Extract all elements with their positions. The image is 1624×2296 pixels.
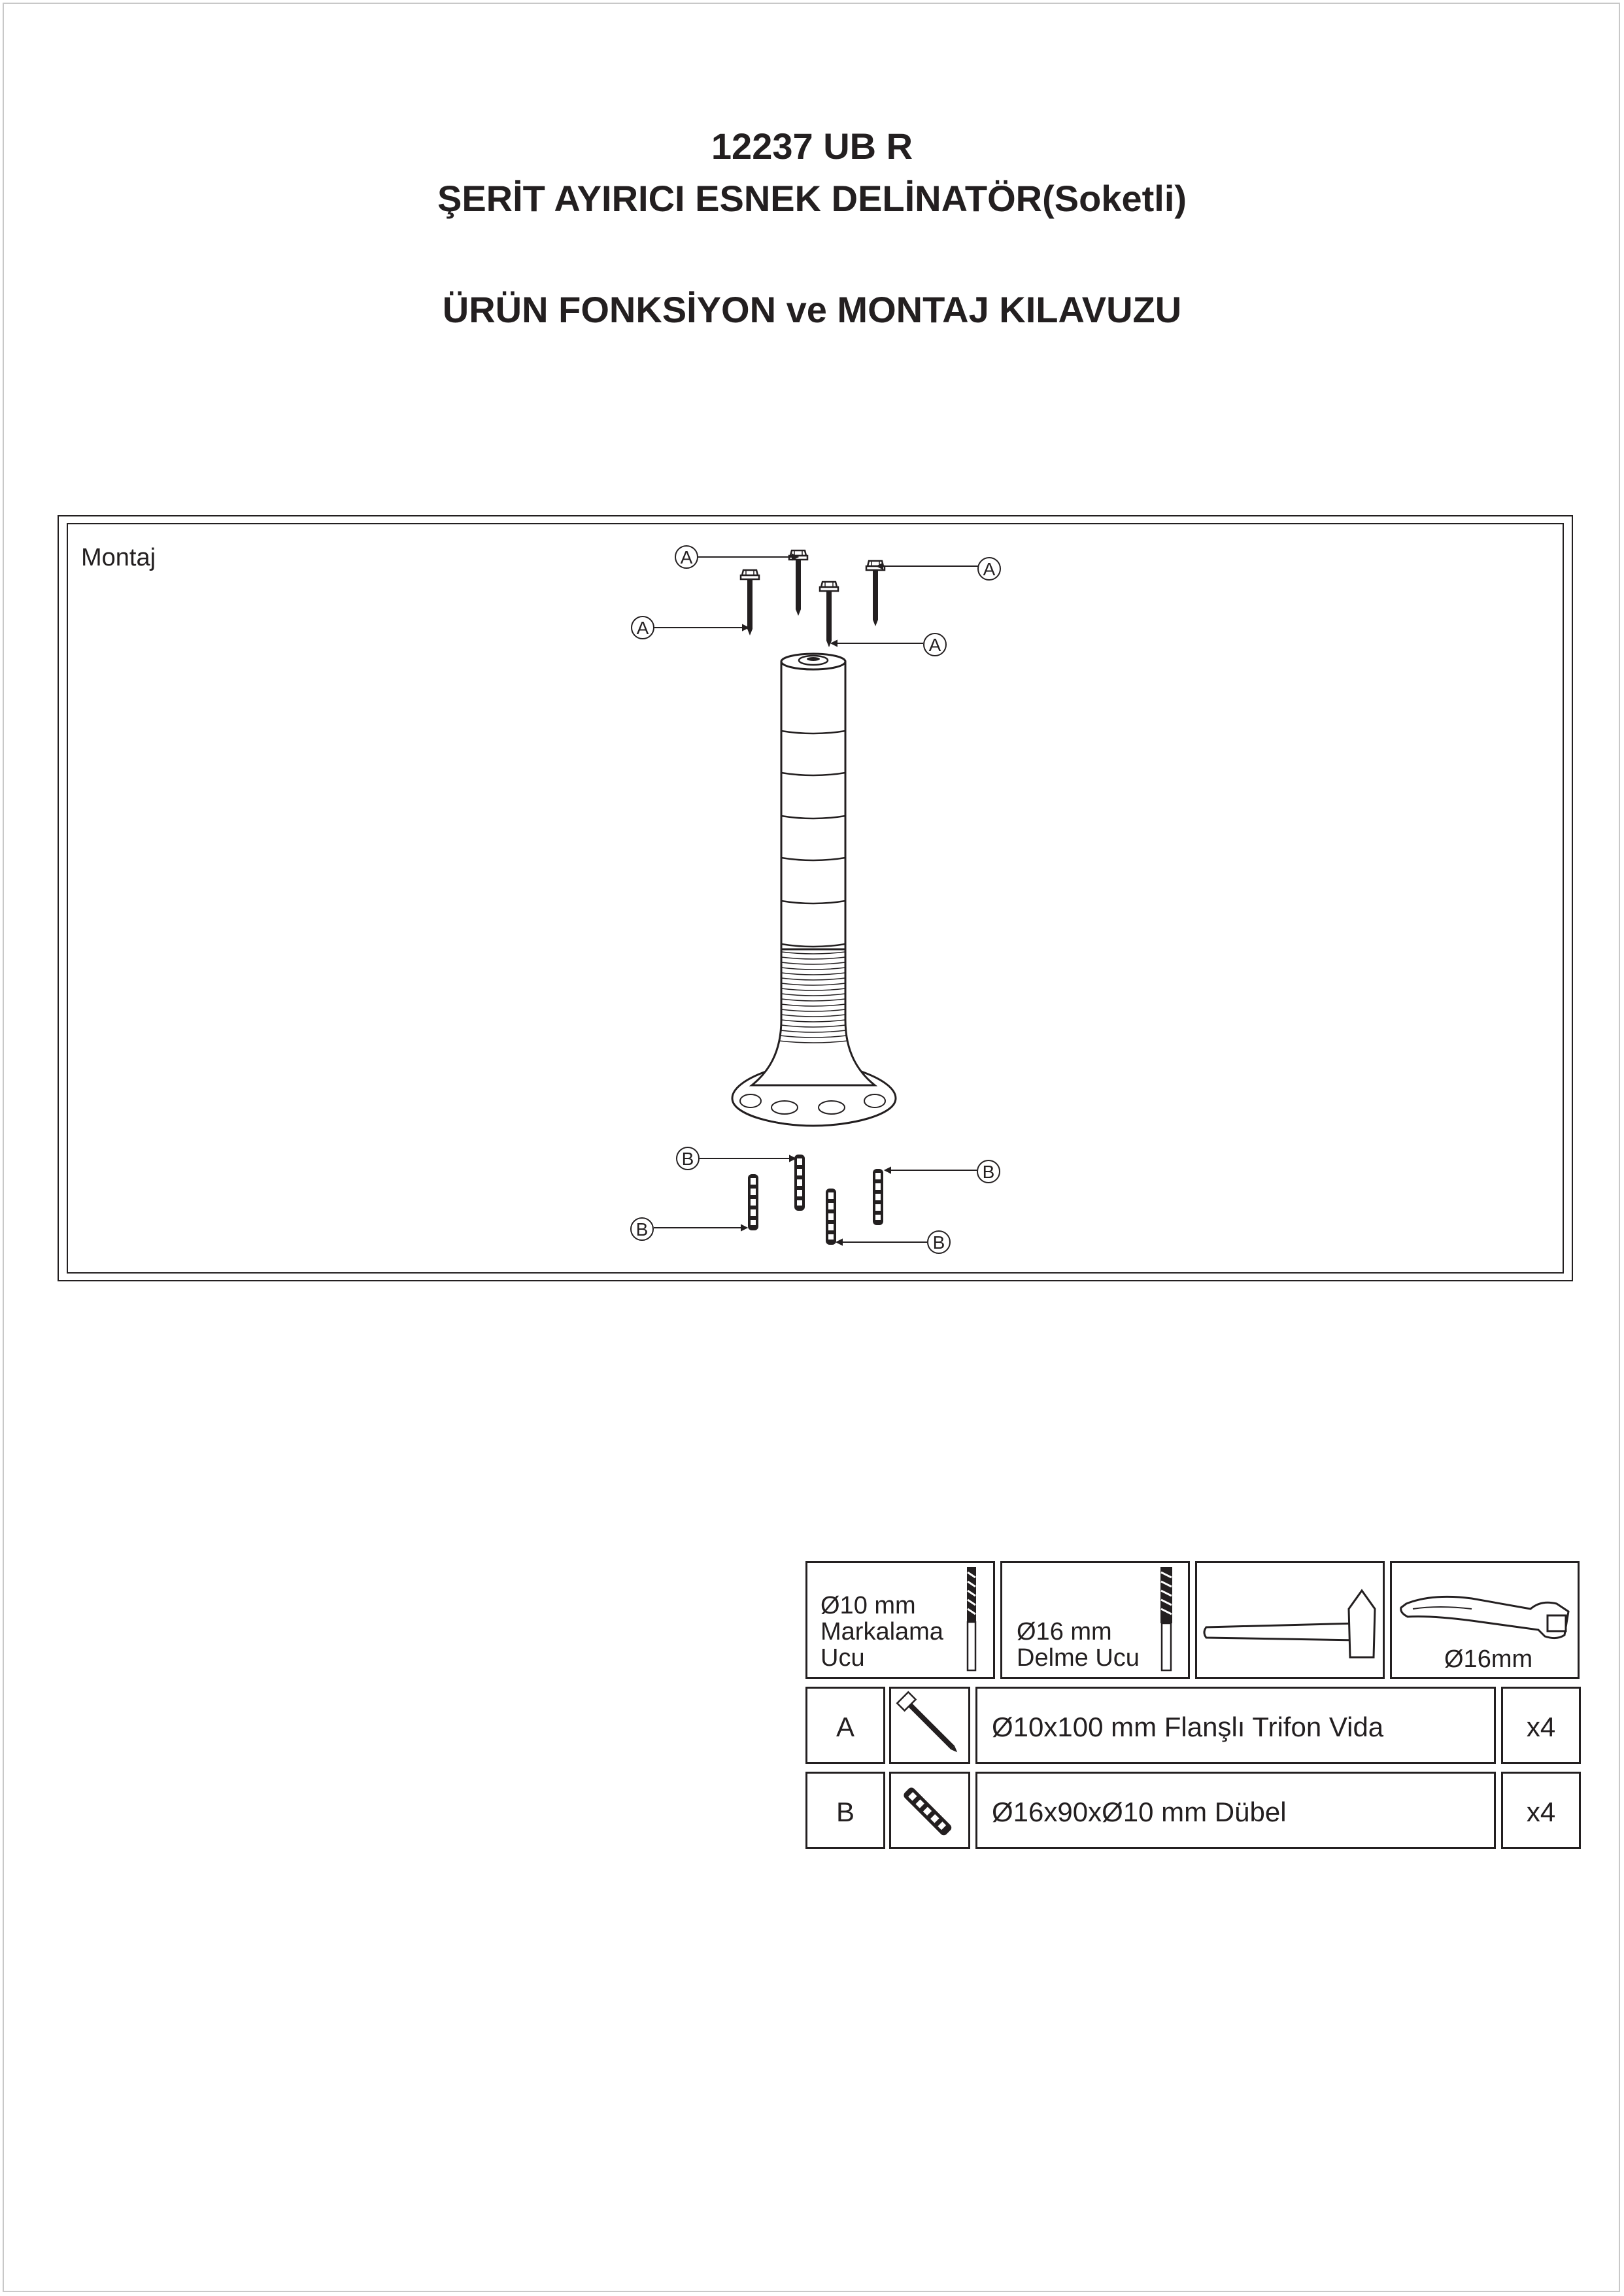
tool-marking-bit-type2: Ucu <box>820 1644 865 1672</box>
guide-title: ÜRÜN FONKSİYON ve MONTAJ KILAVUZU <box>442 289 1182 330</box>
tool-hammer <box>1195 1561 1385 1679</box>
callout-a-1: A <box>675 545 698 569</box>
screw-icon <box>896 1691 958 1753</box>
part-a-icon-cell <box>889 1687 970 1764</box>
tool-marking-bit: Ø10 mm Markalama Ucu <box>805 1561 995 1679</box>
assembly-frame <box>58 515 1573 1281</box>
delineator-post <box>731 652 897 1127</box>
callout-letter: B <box>983 1162 995 1182</box>
callout-a-2: A <box>977 557 1001 581</box>
part-a-qty-cell: x4 <box>1501 1687 1581 1764</box>
product-name: ŞERİT AYIRICI ESNEK DELİNATÖR(Soketli) <box>437 178 1187 219</box>
tool-marking-bit-type: Markalama <box>820 1618 943 1646</box>
drill-bit-icon <box>1160 1567 1172 1672</box>
callout-a-4: A <box>923 633 947 656</box>
callout-a-3: A <box>631 616 654 639</box>
part-a-letter-cell: A <box>805 1687 885 1764</box>
tool-drill-bit-type: Delme Ucu <box>1017 1644 1140 1672</box>
callout-b-3: B <box>630 1217 654 1241</box>
callout-letter: A <box>681 547 693 567</box>
plug-2 <box>794 1155 805 1211</box>
part-a-qty: x4 <box>1526 1712 1556 1742</box>
marking-drill-bit-icon <box>966 1567 977 1672</box>
part-b-icon-cell <box>889 1772 970 1849</box>
part-b-description-cell: Ø16x90xØ10 mm Dübel <box>975 1772 1496 1849</box>
callout-letter: B <box>682 1149 694 1169</box>
screw-top-right <box>865 560 886 628</box>
tool-ratchet: Ø16mm <box>1390 1561 1580 1679</box>
part-b-qty-cell: x4 <box>1501 1772 1581 1849</box>
callout-b-4: B <box>927 1230 951 1254</box>
hammer-icon <box>1203 1589 1376 1659</box>
tool-drill-bit-size: Ø16 mm <box>1017 1618 1112 1646</box>
callout-letter: A <box>637 618 649 638</box>
callout-letter: A <box>929 635 941 655</box>
part-b-description: Ø16x90xØ10 mm Dübel <box>992 1797 1287 1827</box>
tool-drill-bit: Ø16 mm Delme Ucu <box>1000 1561 1190 1679</box>
part-a-letter: A <box>836 1712 854 1742</box>
ratchet-wrench-icon <box>1400 1595 1570 1640</box>
callout-b-1: B <box>676 1147 700 1170</box>
plug-1 <box>748 1174 758 1230</box>
product-code: 12237 UB R <box>711 126 913 167</box>
assembly-label: Montaj <box>81 544 156 571</box>
callout-letter: B <box>933 1232 945 1253</box>
tool-marking-bit-size: Ø10 mm <box>820 1592 916 1619</box>
part-b-letter-cell: B <box>805 1772 885 1849</box>
callout-b-2: B <box>977 1160 1000 1183</box>
plug-4 <box>873 1169 883 1225</box>
callout-letter: A <box>983 559 996 579</box>
part-b-qty: x4 <box>1526 1797 1556 1827</box>
tool-ratchet-size: Ø16mm <box>1444 1646 1533 1673</box>
plug-3 <box>826 1189 836 1245</box>
wall-plug-icon <box>904 1787 952 1836</box>
part-a-description: Ø10x100 mm Flanşlı Trifon Vida <box>992 1712 1384 1742</box>
assembly-frame-inner <box>67 523 1564 1274</box>
part-a-description-cell: Ø10x100 mm Flanşlı Trifon Vida <box>975 1687 1496 1764</box>
page-border <box>3 3 1620 2292</box>
part-b-letter: B <box>836 1797 854 1827</box>
screw-center <box>819 581 839 649</box>
callout-letter: B <box>636 1219 649 1240</box>
